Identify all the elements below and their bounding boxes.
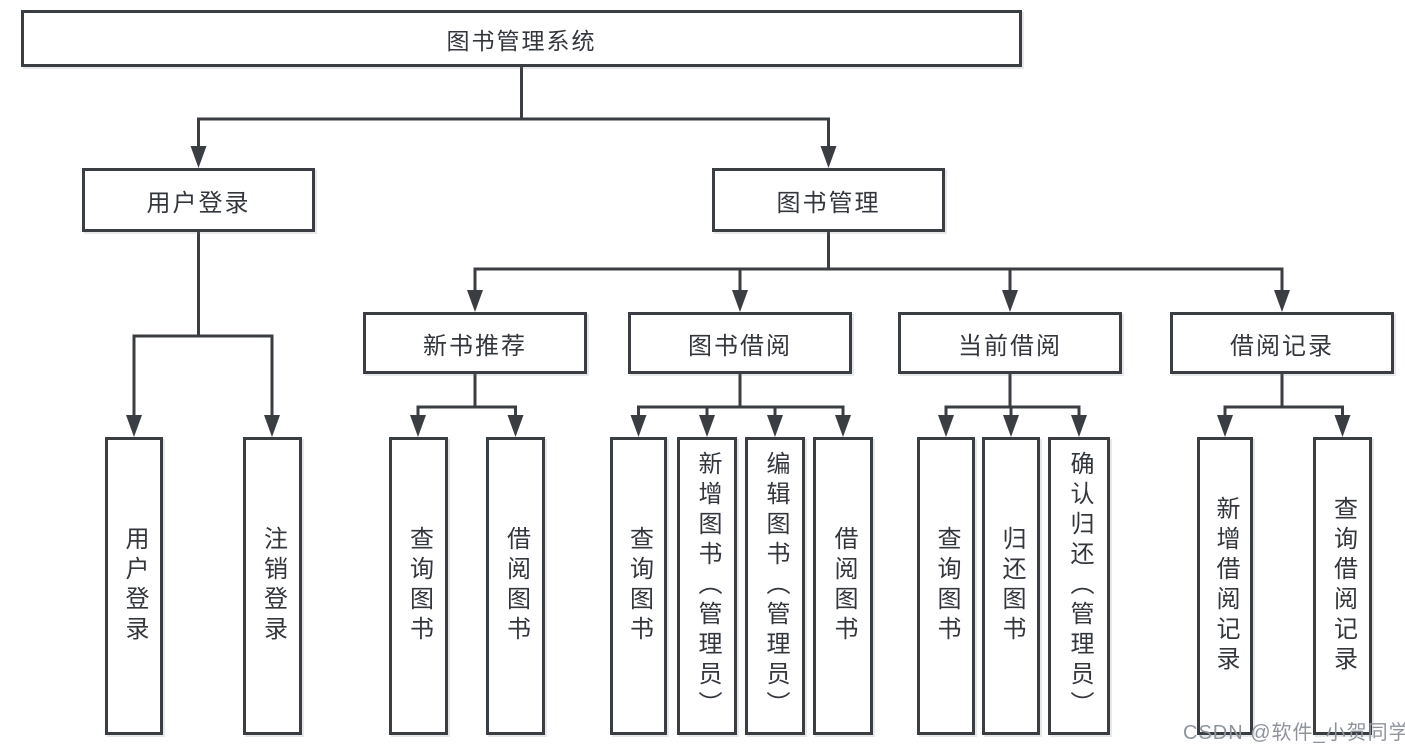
node-leaf-borrow-books-2: 借阅图书 [813, 437, 873, 735]
node-new-book-recommend: 新书推荐 [363, 312, 587, 374]
node-new-book-recommend-label: 新书推荐 [423, 332, 527, 360]
connector-book-borrowing-children [637, 374, 845, 421]
connector-book-management-children [473, 232, 1284, 296]
connector-user-login-children [132, 232, 274, 420]
connector-current-borrowing-children [944, 374, 1081, 421]
node-leaf-query-borrow-record: 查询借阅记录 [1313, 437, 1372, 735]
leaf-label: 新增图书（管理员） [694, 451, 721, 721]
node-book-borrowing: 图书借阅 [628, 312, 852, 374]
connector-new-book-children [416, 374, 517, 421]
node-leaf-edit-books: 编辑图书（管理员） [745, 437, 805, 735]
node-current-borrowing-label: 当前借阅 [958, 332, 1062, 360]
leaf-label: 查询图书 [405, 526, 433, 646]
node-book-management-label: 图书管理 [776, 189, 881, 217]
leaf-label: 编辑图书（管理员） [762, 451, 789, 721]
node-user-login: 用户登录 [82, 168, 315, 232]
leaf-label: 归还图书 [998, 526, 1025, 646]
leaf-label: 用户登录 [121, 526, 148, 646]
node-leaf-query-books-1: 查询图书 [389, 437, 448, 735]
connector-root-to-level2 [197, 67, 830, 150]
leaf-label: 借阅图书 [502, 526, 530, 646]
node-book-management: 图书管理 [712, 168, 945, 232]
node-leaf-query-books-2: 查询图书 [610, 437, 667, 735]
node-user-login-label: 用户登录 [146, 189, 251, 217]
leaf-label: 查询图书 [625, 526, 653, 646]
leaf-label: 注销登录 [259, 526, 287, 646]
leaf-label: 查询借阅记录 [1329, 496, 1357, 676]
node-leaf-add-borrow-record: 新增借阅记录 [1197, 437, 1253, 735]
node-leaf-borrow-books-1: 借阅图书 [486, 437, 545, 735]
node-current-borrowing: 当前借阅 [898, 312, 1122, 374]
node-leaf-add-books: 新增图书（管理员） [677, 437, 737, 735]
connector-borrowing-records-children [1223, 374, 1344, 421]
node-leaf-query-books-3: 查询图书 [917, 437, 975, 735]
node-leaf-return-books: 归还图书 [982, 437, 1040, 735]
node-leaf-logout: 注销登录 [243, 437, 302, 735]
node-borrowing-records: 借阅记录 [1170, 312, 1394, 374]
node-borrowing-records-label: 借阅记录 [1230, 332, 1334, 360]
leaf-label: 新增借阅记录 [1212, 496, 1239, 676]
leaf-label: 确认归还（管理员） [1066, 451, 1093, 721]
node-root: 图书管理系统 [21, 10, 1022, 67]
node-book-borrowing-label: 图书借阅 [688, 332, 792, 360]
csdn-watermark: CSDN @软件_小贺同学 [1183, 722, 1405, 744]
node-leaf-confirm-return: 确认归还（管理员） [1048, 437, 1110, 735]
node-root-label: 图书管理系统 [446, 27, 597, 54]
leaf-label: 查询图书 [933, 526, 960, 646]
leaf-label: 借阅图书 [830, 526, 857, 646]
node-leaf-user-login: 用户登录 [105, 437, 163, 735]
